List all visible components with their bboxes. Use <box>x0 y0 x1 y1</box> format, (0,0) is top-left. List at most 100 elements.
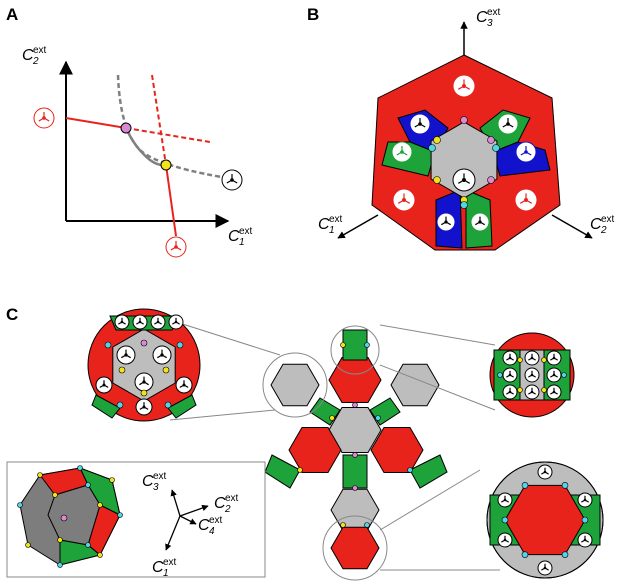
svg-text:C: C <box>228 228 240 245</box>
state-icon <box>168 314 184 330</box>
svg-text:C: C <box>198 517 210 534</box>
svg-text:ext: ext <box>329 214 343 225</box>
vertex-dot <box>85 482 91 488</box>
vertex-dot <box>364 342 370 348</box>
vertex-dot <box>521 551 529 558</box>
panel-a-axes <box>59 60 230 228</box>
svg-text:2: 2 <box>32 56 39 67</box>
vertex-dot <box>561 482 569 489</box>
net-square-top <box>342 329 368 361</box>
svg-text:1: 1 <box>163 568 169 579</box>
vertex-dot <box>433 176 441 184</box>
vertex-dot <box>17 502 23 508</box>
vertex-dot <box>487 136 495 144</box>
vertex-dot <box>117 512 123 518</box>
svg-text:2: 2 <box>224 504 231 515</box>
vertex-dot <box>109 477 115 483</box>
zoom-ring-top <box>330 325 380 375</box>
svg-text:1: 1 <box>239 237 245 248</box>
state-icon <box>150 314 166 330</box>
vertex-dot <box>407 467 413 473</box>
net-hex-gray-left <box>270 363 320 407</box>
vertex-dot <box>118 366 126 374</box>
state-icon <box>221 169 243 191</box>
vertex-dot <box>561 551 569 558</box>
vertex-dot <box>517 387 523 393</box>
zoom-disk-bottom <box>486 461 604 579</box>
vertex-dot <box>428 144 436 152</box>
vertex-dot <box>541 357 547 363</box>
vertex-dot <box>60 514 68 522</box>
state-icon <box>436 212 456 232</box>
panel-b-axis-label-2: C ext 2 <box>590 214 615 236</box>
zoom-left-band-br <box>167 394 197 419</box>
state-icon <box>502 350 518 366</box>
inset-axis-label-4: C ext 4 <box>198 515 223 537</box>
inset-axis-label-2: C ext 2 <box>214 493 239 515</box>
vertex-dot <box>352 452 358 458</box>
state-icon <box>524 384 540 400</box>
state-icon <box>391 141 413 163</box>
net-hex-red-left <box>288 426 342 474</box>
vertex-dot <box>57 537 63 543</box>
vertex-dot <box>460 201 468 209</box>
state-icon <box>546 384 562 400</box>
svg-text:C: C <box>22 47 34 64</box>
panel-b-axis-label-1: C ext 1 <box>318 214 343 236</box>
vertex-dot <box>352 485 358 491</box>
state-icon <box>537 464 553 480</box>
net-square-lower-right <box>409 454 448 489</box>
vertex-dot <box>329 415 335 421</box>
vertex-dot <box>340 522 346 528</box>
svg-text:3: 3 <box>487 18 493 29</box>
panel-c-label: C <box>6 305 18 324</box>
vertex-dot <box>57 562 63 568</box>
net-hex-gray-bottom <box>330 488 380 532</box>
state-icon <box>135 398 153 416</box>
vertex-dot <box>375 415 381 421</box>
vertex-dot <box>561 372 567 378</box>
vertex-dot <box>25 542 31 548</box>
vertex-dot <box>433 136 441 144</box>
net-hex-red-bottom <box>330 526 380 570</box>
state-icon <box>33 107 55 129</box>
state-icon <box>95 376 113 394</box>
state-icon <box>577 532 593 548</box>
state-icon <box>537 560 553 576</box>
panel-a-label: A <box>6 5 18 24</box>
zoom-ring-bottom <box>322 515 388 581</box>
svg-text:1: 1 <box>329 225 335 236</box>
panel-c-unfolded-polytope <box>264 329 448 570</box>
vertex-dot <box>140 389 148 397</box>
vertex-dot <box>297 467 303 473</box>
vertex-dot <box>492 144 500 152</box>
state-icon <box>452 74 476 98</box>
state-icon <box>165 236 187 258</box>
svg-text:ext: ext <box>487 7 501 18</box>
state-icon <box>497 532 513 548</box>
zoom-left-band-bl <box>91 394 121 419</box>
zoom-ring-left <box>262 352 328 418</box>
vertex-dot <box>52 492 58 498</box>
vertex-dot <box>77 465 83 471</box>
vertex-dot <box>460 116 468 124</box>
state-icon <box>515 141 537 163</box>
vertex-dot <box>97 502 103 508</box>
vertex-dot <box>364 522 370 528</box>
vertex-dot <box>140 339 148 347</box>
vertex-dot <box>487 176 495 184</box>
panel-b-axes <box>337 21 593 239</box>
state-icon <box>452 168 476 192</box>
state-icon <box>392 188 416 212</box>
panel-c-3d-inset: C ext 3 C ext 2 C ext 4 C ext 1 <box>6 461 266 579</box>
net-hex-red-top <box>328 356 382 404</box>
vertex-dot <box>104 341 112 349</box>
panel-b-polytope <box>371 54 561 251</box>
state-icon <box>502 384 518 400</box>
svg-text:C: C <box>318 216 330 233</box>
state-icon <box>114 314 130 330</box>
vertex-dot <box>85 542 91 548</box>
net-square-lower-left <box>264 454 301 489</box>
svg-text:C: C <box>142 473 154 490</box>
state-icon <box>546 350 562 366</box>
